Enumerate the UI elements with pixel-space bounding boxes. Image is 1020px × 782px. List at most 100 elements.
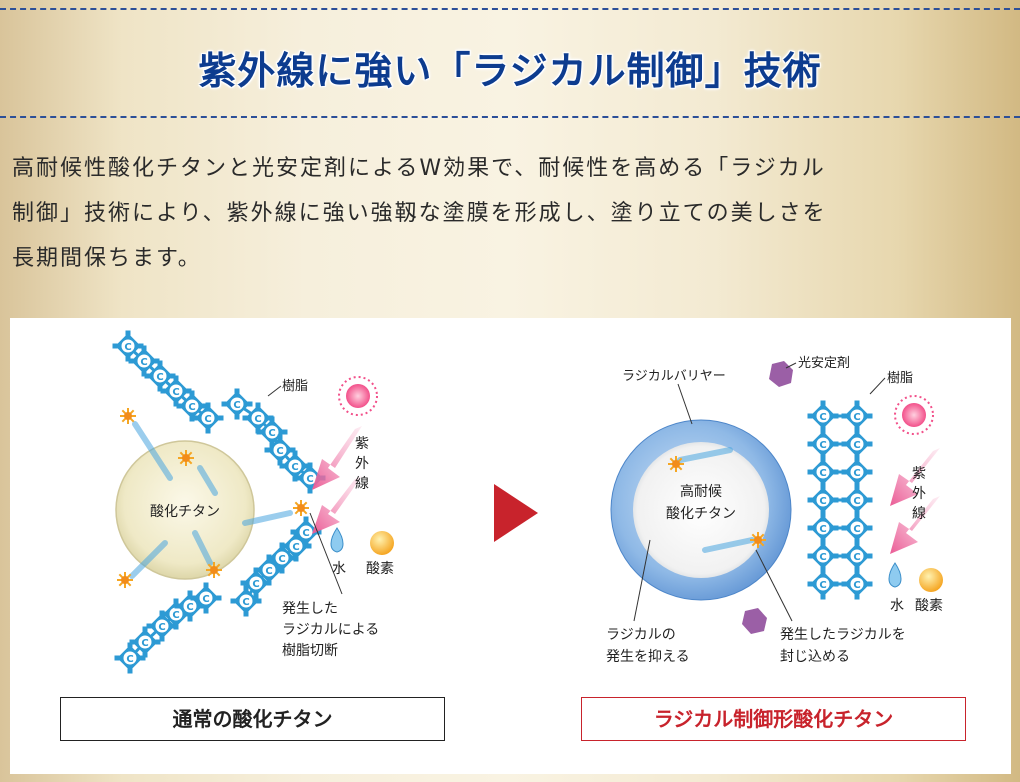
suppress-note-line: ラジカルの <box>606 627 676 643</box>
note-line: 樹脂切断 <box>282 643 338 659</box>
carbon-node: C <box>841 400 873 432</box>
contain-note-line: 封じ込める <box>780 649 850 665</box>
description-line: 制御」技術により、紫外線に強い強靱な塗膜を形成し、塗り立ての美しさを <box>12 201 827 226</box>
svg-text:C: C <box>268 428 275 439</box>
svg-text:C: C <box>853 440 860 451</box>
svg-text:C: C <box>819 552 826 563</box>
radical-spark-icon <box>120 408 136 424</box>
uv-arrow <box>312 426 362 490</box>
carbon-node: C <box>807 484 839 516</box>
carbon-node: C <box>230 585 262 617</box>
svg-text:C: C <box>186 602 193 613</box>
svg-text:C: C <box>819 524 826 535</box>
uv-label-char: 外 <box>355 456 369 472</box>
svg-text:C: C <box>302 528 309 539</box>
top-dashed-rule <box>0 8 1020 10</box>
contain-note-line: 発生したラジカルを <box>780 627 906 643</box>
svg-text:C: C <box>819 580 826 591</box>
carbon-node: C <box>112 330 144 362</box>
water-label: 水 <box>890 598 904 614</box>
svg-text:C: C <box>276 446 283 457</box>
svg-text:C: C <box>819 440 826 451</box>
radical-spark-icon <box>750 532 766 548</box>
svg-text:C: C <box>853 496 860 507</box>
carbon-node: C <box>144 360 176 392</box>
left-caption: 通常の酸化チタン <box>172 707 333 731</box>
carbon-node: C <box>190 582 222 614</box>
carbon-node: C <box>807 428 839 460</box>
carbon-node: C <box>114 642 146 674</box>
svg-text:C: C <box>278 554 285 565</box>
note-line: 発生した <box>282 601 338 617</box>
title-dashed-rule <box>0 116 1020 118</box>
radical-spark-icon <box>117 572 133 588</box>
carbon-node: C <box>264 434 296 466</box>
stabilizer-label: 光安定剤 <box>798 355 850 371</box>
carbon-node: C <box>807 540 839 572</box>
svg-text:C: C <box>172 387 179 398</box>
uv-sun-icon <box>338 376 378 416</box>
contained-radical-rays <box>668 447 766 553</box>
description: 高耐候性酸化チタンと光安定剤によるW効果で、耐候性を高める「ラジカル 制御」技術… <box>12 146 1012 281</box>
radical-spark-icon <box>178 450 194 466</box>
water-drop-icon <box>888 562 902 588</box>
oxygen-icon <box>919 568 943 592</box>
carbon-node: C <box>192 402 224 434</box>
titanium-label: 高耐候 <box>680 483 722 500</box>
carbon-node: C <box>129 626 161 658</box>
carbon-node: C <box>841 540 873 572</box>
carbon-node: C <box>807 400 839 432</box>
svg-text:C: C <box>124 342 131 353</box>
svg-text:C: C <box>172 610 179 621</box>
svg-text:C: C <box>853 468 860 479</box>
carbon-node: C <box>807 456 839 488</box>
svg-text:C: C <box>853 580 860 591</box>
svg-text:C: C <box>156 372 163 383</box>
uv-label-char: 紫 <box>355 436 369 452</box>
svg-text:C: C <box>819 496 826 507</box>
light-stabilizer-icon <box>769 361 793 387</box>
left-caption-box: 通常の酸化チタン <box>60 697 445 741</box>
svg-text:C: C <box>252 579 259 590</box>
uv-label-char: 外 <box>912 486 926 502</box>
svg-text:C: C <box>204 414 211 425</box>
svg-text:C: C <box>233 400 240 411</box>
transition-arrow-icon <box>494 484 538 542</box>
svg-text:C: C <box>291 462 298 473</box>
svg-text:C: C <box>202 594 209 605</box>
radical-rays <box>117 408 309 588</box>
carbon-node: C <box>128 345 160 377</box>
titanium-label: 酸化チタン <box>666 506 736 522</box>
carbon-node: C <box>240 567 272 599</box>
carbon-node: C <box>807 512 839 544</box>
svg-text:C: C <box>819 468 826 479</box>
svg-text:C: C <box>158 622 165 633</box>
svg-text:C: C <box>292 542 299 553</box>
svg-text:C: C <box>254 414 261 425</box>
oxygen-label: 酸素 <box>366 561 394 577</box>
uv-arrow <box>890 496 940 554</box>
uv-label-char: 紫 <box>912 466 926 482</box>
oxygen-icon <box>370 531 394 555</box>
right-caption-box: ラジカル制御形酸化チタン <box>581 697 966 741</box>
radical-spark-icon <box>668 456 684 472</box>
svg-text:C: C <box>188 402 195 413</box>
uv-arrow <box>312 476 362 534</box>
svg-text:C: C <box>242 597 249 608</box>
uv-label-char: 線 <box>355 476 369 492</box>
carbon-node: C <box>841 456 873 488</box>
water-label: 水 <box>332 561 346 577</box>
resin-label: 樹脂 <box>887 371 913 386</box>
titanium-label: 酸化チタン <box>150 504 220 520</box>
svg-text:C: C <box>265 566 272 577</box>
resin-label: 樹脂 <box>282 379 308 394</box>
radical-spark-icon <box>293 500 309 516</box>
water-drop-icon <box>330 527 344 553</box>
svg-text:C: C <box>853 552 860 563</box>
carbon-node: C <box>807 568 839 600</box>
carbon-node: C <box>176 390 208 422</box>
page-title: 紫外線に強い「ラジカル制御」技術 <box>198 49 822 93</box>
carbon-node: C <box>841 568 873 600</box>
